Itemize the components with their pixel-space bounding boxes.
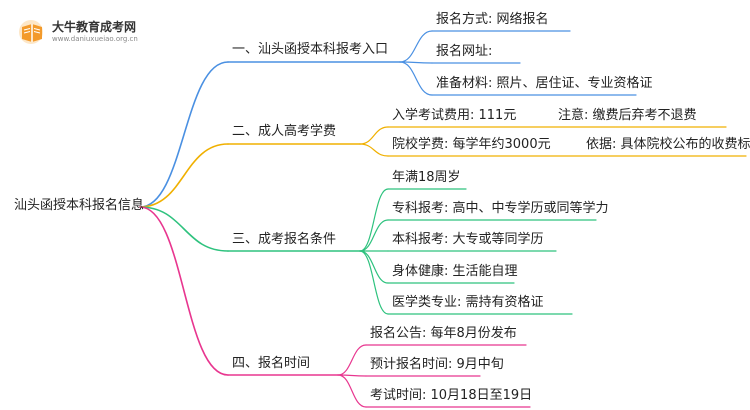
leaf-apply-time: 预计报名时间: 9月中旬	[370, 357, 504, 372]
leaf-tuition-note: 依据: 具体院校公布的收费标准	[586, 137, 750, 152]
leaf-age: 年满18周岁	[392, 170, 461, 185]
connector-root-b4	[139, 206, 229, 376]
branch-conditions: 三、成考报名条件	[232, 232, 337, 247]
site-logo[interactable]: 大牛教育成考网 www.daniuxueiao.org.cn	[16, 16, 186, 50]
connector-b1-leaf-0	[399, 30, 433, 63]
book-logo-icon	[19, 20, 43, 44]
leaf-undergraduate: 本科报考: 大专或等同学历	[392, 232, 544, 247]
leaf-exam-time: 考试时间: 10月18日至19日	[370, 388, 533, 403]
connector-b3-leaf-3	[359, 250, 389, 284]
connector-b1-leaf-2	[399, 61, 433, 96]
leaf-health: 身体健康: 生活能自理	[392, 264, 518, 279]
logo-title: 大牛教育成考网	[52, 20, 137, 34]
connector-b2-leaf-0	[359, 126, 389, 145]
leaf-exam-fee-note: 注意: 缴费后弃考不退费	[558, 108, 697, 123]
leaf-junior-college: 专科报考: 高中、中专学历或同等学力	[392, 201, 609, 216]
logo-url: www.daniuxueiao.org.cn	[52, 35, 138, 43]
connector-b3-leaf-4	[359, 250, 389, 315]
connector-b4-leaf-0	[337, 344, 367, 376]
connector-root-b2	[139, 143, 229, 208]
leaf-medical: 医学类专业: 需持有资格证	[392, 295, 544, 310]
leaf-apply-url: 报名网址:	[436, 44, 493, 59]
connector-b4-leaf-2	[337, 374, 367, 408]
connector-root-b1	[139, 61, 229, 208]
root-node: 汕头函授本科报名信息	[14, 198, 145, 213]
leaf-tuition: 院校学费: 每学年约3000元	[392, 137, 551, 152]
connector-b2-leaf-1	[359, 143, 389, 157]
connector-b3-leaf-0	[359, 188, 389, 252]
branch-fees: 二、成人高考学费	[232, 124, 337, 139]
leaf-materials: 准备材料: 照片、居住证、专业资格证	[436, 76, 653, 91]
connector-b3-leaf-1	[359, 219, 389, 252]
leaf-apply-method: 报名方式: 网络报名	[436, 12, 549, 27]
branch-entrance: 一、汕头函授本科报考入口	[232, 42, 389, 57]
branch-schedule: 四、报名时间	[232, 356, 311, 371]
connector-root-b3	[139, 206, 229, 252]
leaf-announcement: 报名公告: 每年8月份发布	[370, 326, 517, 341]
leaf-exam-fee: 入学考试费用: 111元	[392, 108, 517, 123]
